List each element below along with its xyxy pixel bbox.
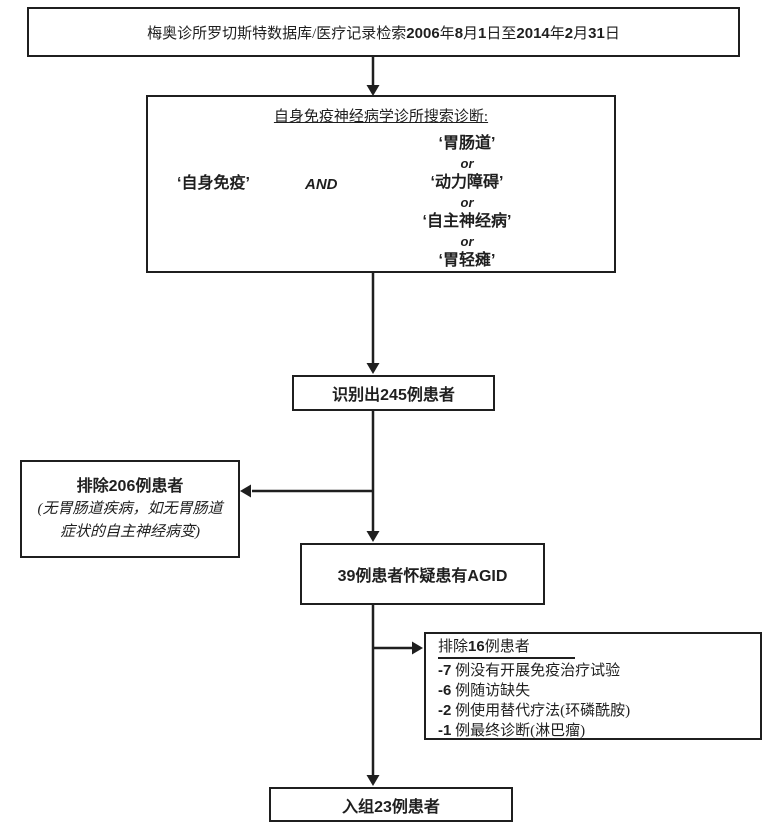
excluded-16-item: -1 例最终诊断(淋巴瘤) — [438, 722, 586, 739]
criteria-or-operator: or — [460, 156, 474, 171]
criteria-term: ‘动力障碍’ — [430, 174, 504, 191]
excluded-16-heading: 排除16例患者 — [438, 637, 575, 659]
excluded-206-note-line: (无胃肠道疾病，如无胃肠道 — [37, 501, 223, 517]
excluded-16-item: -2 例使用替代疗法(环磷酰胺) — [438, 702, 631, 719]
excluded-16-item: -7 例没有开展免疫治疗试验 — [438, 662, 621, 679]
criteria-or-operator: or — [460, 234, 474, 249]
database-search-box: 梅奥诊所罗切斯特数据库/医疗记录检索2006年8月1日至2014年2月31日 — [27, 7, 740, 57]
arrow-identified-to-suspected — [366, 410, 380, 542]
excluded-206-box: 排除206例患者 (无胃肠道疾病，如无胃肠道 症状的自主神经病变) — [20, 460, 240, 558]
arrow-suspected-to-enrolled — [366, 604, 380, 786]
suspected-agid-text: 39例患者怀疑患有AGID — [337, 568, 508, 585]
excluded-16-item: -6 例随访缺失 — [438, 682, 531, 699]
arrow-branch-excluded-16 — [373, 641, 423, 655]
criteria-term: ‘胃轻瘫’ — [438, 252, 496, 269]
search-criteria-box: 自身免疫神经病学诊所搜索诊断: ‘自身免疫’ AND ‘胃肠道’ or ‘动力障… — [146, 95, 616, 273]
criteria-heading: 自身免疫神经病学诊所搜索诊断: — [273, 109, 489, 125]
identified-patients-box: 识别出245例患者 — [292, 375, 495, 411]
excluded-206-heading: 排除206例患者 — [76, 478, 184, 495]
excluded-206-note-line: 症状的自主神经病变) — [60, 524, 200, 540]
arrow-criteria-to-identified — [366, 273, 380, 374]
criteria-and-operator: AND — [305, 176, 338, 193]
identified-patients-text: 识别出245例患者 — [332, 387, 455, 404]
criteria-term: ‘自主神经病’ — [422, 213, 512, 230]
arrow-branch-excluded-206 — [240, 484, 373, 498]
criteria-or-operator: or — [460, 195, 474, 210]
suspected-agid-box: 39例患者怀疑患有AGID — [300, 543, 545, 605]
database-search-text: 梅奥诊所罗切斯特数据库/医疗记录检索2006年8月1日至2014年2月31日 — [147, 24, 620, 42]
criteria-right-terms: ‘胃肠道’ or ‘动力障碍’ or ‘自主神经病’ or ‘胃轻瘫’ — [377, 134, 557, 271]
criteria-term: ‘胃肠道’ — [438, 135, 496, 152]
criteria-left-term: ‘自身免疫’ — [177, 175, 250, 192]
enrolled-patients-text: 入组23例患者 — [342, 798, 440, 816]
excluded-16-box: 排除16例患者 -7 例没有开展免疫治疗试验 -6 例随访缺失 -2 例使用替代… — [424, 632, 762, 740]
arrow-source-to-criteria — [366, 57, 380, 96]
enrolled-patients-box: 入组23例患者 — [269, 787, 513, 822]
